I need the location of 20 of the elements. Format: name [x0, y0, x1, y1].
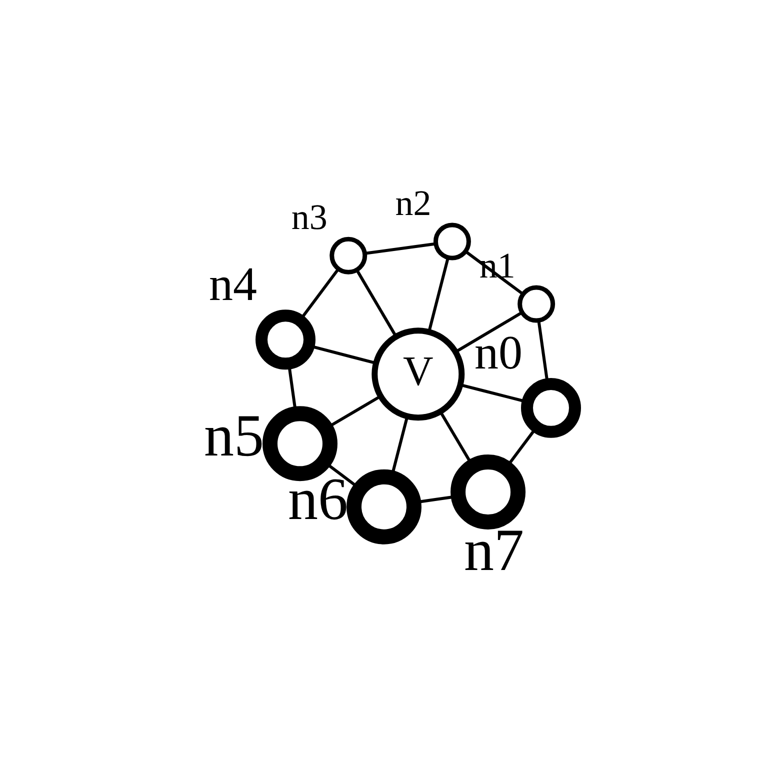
node-circle [256, 310, 316, 370]
node-label: n0 [474, 326, 522, 380]
node-circle: V [372, 328, 465, 421]
connector [464, 250, 524, 295]
node-circle [450, 454, 526, 530]
connector [365, 242, 436, 255]
node-circle [433, 222, 471, 260]
node-circle [521, 378, 581, 438]
node-circle [330, 236, 368, 274]
node-circle [346, 469, 422, 544]
node-label: n6 [288, 466, 348, 532]
node-label: n2 [395, 182, 432, 223]
node-label: n7 [464, 517, 524, 584]
connector [456, 312, 522, 352]
connector [356, 270, 397, 336]
node-label: n5 [204, 402, 264, 469]
node-circle [518, 285, 556, 323]
node-label: n4 [209, 258, 258, 312]
connector [428, 258, 450, 332]
node-label: n3 [291, 196, 328, 237]
